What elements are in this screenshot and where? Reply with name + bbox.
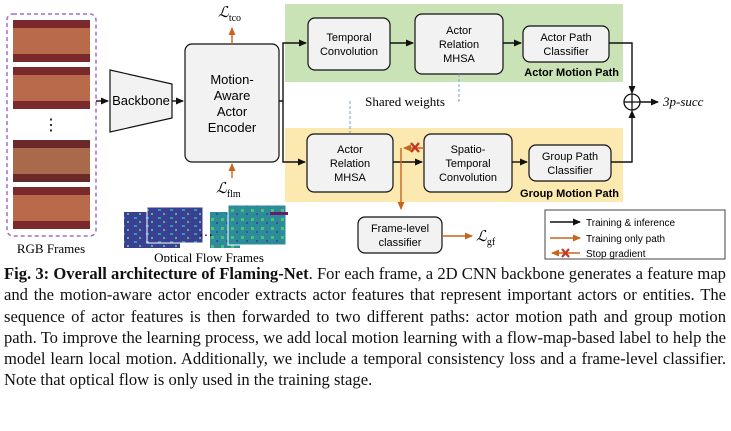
frame-classifier-line-2: classifier — [379, 237, 422, 249]
stop-gradient-icon — [410, 142, 420, 153]
group-classifier-line-1: Group Path — [542, 151, 598, 163]
st-conv-line-3: Convolution — [439, 172, 497, 184]
temporal-convolution-block — [307, 17, 391, 71]
actor-mhsa-top-line-1: Actor — [446, 25, 472, 37]
actor-motion-path-title: Actor Motion Path — [524, 67, 619, 79]
caption-body: . For each frame, a 2D CNN backbone gene… — [4, 264, 726, 390]
actor-mhsa-top-line-3: MHSA — [443, 53, 475, 65]
spatio-temporal-convolution-block — [423, 133, 513, 193]
architecture-diagram: ⋮ RGB Frames Backbone Motion- Aware Acto… — [6, 4, 726, 262]
optical-flow-label: Optical Flow Frames — [154, 250, 264, 262]
st-conv-line-2: Temporal — [445, 158, 490, 170]
encoder-line-4: Encoder — [208, 120, 257, 135]
caption-label: Fig. 3: Overall architecture of Flaming-… — [4, 264, 309, 283]
legend-training-only: Training only path — [586, 234, 665, 245]
encoder-line-3: Actor — [217, 104, 248, 119]
loss-gf: ℒgf — [476, 229, 496, 248]
flow-ellipsis: … — [199, 225, 213, 240]
group-classifier-line-2: Classifier — [547, 165, 593, 177]
backbone-block — [109, 69, 173, 133]
backbone-label: Backbone — [112, 93, 170, 108]
sum-node-icon — [623, 93, 641, 111]
figure-caption: Fig. 3: Overall architecture of Flaming-… — [4, 263, 726, 391]
optical-flow-frames — [124, 204, 288, 248]
group-mhsa-line-3: MHSA — [334, 172, 366, 184]
temporal-conv-line-1: Temporal — [326, 32, 371, 44]
motion-aware-actor-encoder — [184, 43, 280, 163]
frames-ellipsis: ⋮ — [43, 117, 59, 134]
st-conv-line-1: Spatio- — [451, 144, 486, 156]
rgb-frames-container — [6, 13, 97, 237]
actor-path-classifier — [522, 25, 610, 63]
group-mhsa-line-1: Actor — [337, 144, 363, 156]
loss-flm: ℒflm — [216, 181, 241, 200]
temporal-conv-line-2: Convolution — [320, 46, 378, 58]
encoder-line-1: Motion- — [210, 72, 253, 87]
shared-weights-label: Shared weights — [365, 94, 445, 109]
legend-training-inference: Training & inference — [586, 218, 676, 229]
actor-relation-mhsa-bottom — [306, 133, 394, 193]
group-path-classifier — [528, 144, 612, 182]
frame-classifier-line-1: Frame-level — [371, 223, 429, 235]
group-mhsa-line-2: Relation — [330, 158, 370, 170]
actor-classifier-line-2: Classifier — [543, 46, 589, 58]
legend-stop-gradient: Stop gradient — [586, 249, 646, 260]
encoder-line-2: Aware — [214, 88, 251, 103]
actor-mhsa-top-line-2: Relation — [439, 39, 479, 51]
output-label: 3p-succ — [662, 94, 704, 109]
rgb-frames-label: RGB Frames — [17, 241, 85, 256]
shared-weights-link — [456, 74, 460, 102]
loss-tco: ℒtco — [218, 5, 241, 24]
frame-level-classifier — [357, 216, 443, 254]
actor-classifier-line-1: Actor Path — [540, 32, 591, 44]
rgb-frame-thumbnails — [13, 20, 90, 229]
group-motion-path-title: Group Motion Path — [520, 188, 619, 200]
